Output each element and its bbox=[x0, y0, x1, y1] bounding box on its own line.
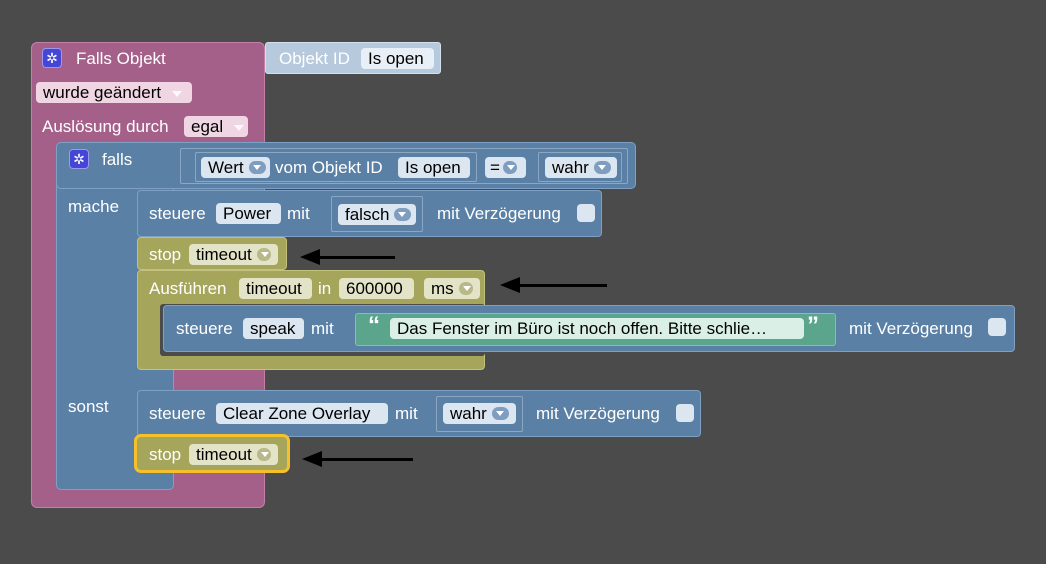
property-dropdown[interactable]: Wert bbox=[201, 157, 270, 178]
set-power-delay-label: mit Verzögerung bbox=[437, 204, 561, 223]
overlay-value-dropdown[interactable]: wahr bbox=[443, 403, 516, 424]
object-id-value[interactable]: Is open bbox=[361, 48, 434, 69]
run-duration[interactable]: 600000 bbox=[339, 278, 414, 299]
open-quote-icon: “ bbox=[368, 312, 380, 339]
condition-object-value[interactable]: Is open bbox=[398, 157, 470, 178]
stop-label: stop bbox=[149, 245, 182, 264]
annotation-arrow bbox=[302, 451, 413, 467]
power-value-slot bbox=[331, 196, 423, 232]
condition-value-dropdown[interactable]: wahr bbox=[545, 157, 617, 178]
from-object-label: vom Objekt ID bbox=[275, 158, 383, 177]
speak-text-field[interactable]: Das Fenster im Büro ist noch offen. Bitt… bbox=[390, 318, 804, 339]
speak-delay-checkbox[interactable] bbox=[988, 318, 1006, 336]
property-slot bbox=[195, 152, 477, 182]
set-speak-delay-label: mit Verzögerung bbox=[849, 319, 973, 338]
condition-slot bbox=[180, 148, 628, 184]
overlay-target[interactable]: Clear Zone Overlay bbox=[216, 403, 388, 424]
value-slot bbox=[538, 152, 622, 182]
run-in-label: in bbox=[318, 279, 332, 298]
object-id-label: Objekt ID bbox=[279, 49, 350, 68]
set-speak-label: steuere bbox=[176, 319, 233, 338]
set-power-with: mit bbox=[287, 204, 310, 223]
run-timeout-name[interactable]: timeout bbox=[239, 278, 312, 299]
trigger-by-dropdown[interactable]: egal bbox=[184, 116, 248, 137]
gear-icon[interactable] bbox=[69, 149, 89, 169]
power-delay-checkbox[interactable] bbox=[577, 204, 595, 222]
else-label: sonst bbox=[68, 397, 109, 416]
close-quote-icon: ” bbox=[807, 312, 819, 339]
change-mode-dropdown[interactable]: wurde geändert bbox=[36, 82, 192, 103]
annotation-arrow bbox=[500, 277, 607, 293]
run-label: Ausführen bbox=[149, 279, 227, 298]
set-overlay-label: steuere bbox=[149, 404, 206, 423]
if-label: falls bbox=[102, 150, 133, 169]
set-power-label: steuere bbox=[149, 204, 206, 223]
speak-target[interactable]: speak bbox=[243, 318, 304, 339]
set-overlay-with: mit bbox=[395, 404, 418, 423]
operator-dropdown[interactable]: = bbox=[485, 157, 526, 178]
trigger-by-label: Auslösung durch bbox=[42, 117, 169, 136]
power-target[interactable]: Power bbox=[216, 203, 281, 224]
trigger-title: Falls Objekt bbox=[76, 49, 166, 68]
set-overlay-delay-label: mit Verzögerung bbox=[536, 404, 660, 423]
stop-timeout-dropdown[interactable]: timeout bbox=[189, 244, 278, 265]
run-unit-dropdown[interactable]: ms bbox=[424, 278, 480, 299]
then-label: mache bbox=[68, 197, 120, 216]
power-value-dropdown[interactable]: falsch bbox=[338, 204, 416, 225]
annotation-arrow bbox=[300, 249, 395, 265]
overlay-delay-checkbox[interactable] bbox=[676, 404, 694, 422]
stop-label: stop bbox=[149, 445, 182, 464]
set-speak-with: mit bbox=[311, 319, 334, 338]
stop-timeout-dropdown[interactable]: timeout bbox=[189, 444, 278, 465]
gear-icon[interactable] bbox=[42, 48, 62, 68]
overlay-value-slot bbox=[436, 396, 523, 432]
